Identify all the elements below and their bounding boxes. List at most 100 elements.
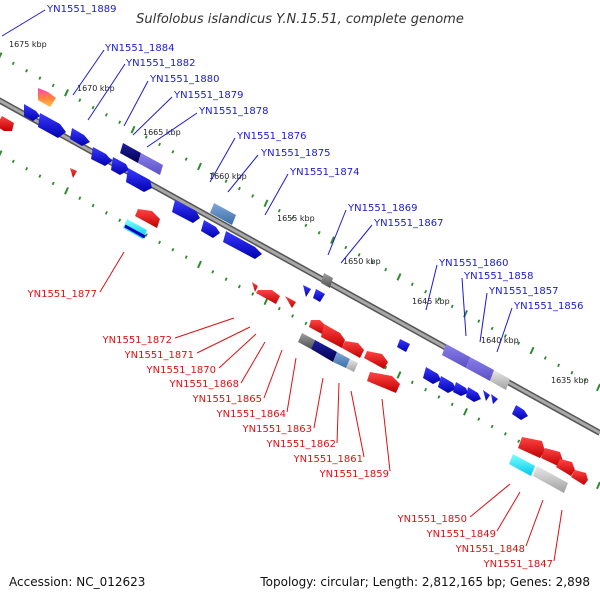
gene-arrow[interactable]: [38, 88, 56, 107]
kbp-markers: 1675 kbp 1670 kbp 1665 kbp 1660 kbp 1655…: [9, 40, 589, 385]
gene-arrow[interactable]: [321, 273, 333, 288]
scale-tick: [370, 260, 374, 264]
gene-label-1848[interactable]: YN1551_1848: [455, 544, 526, 555]
gene-arrow[interactable]: [466, 357, 494, 381]
scale-tick: [184, 157, 188, 161]
gene-label-1874[interactable]: YN1551_1874: [289, 167, 360, 178]
scale-tick: [104, 211, 108, 215]
scale-tick: [38, 76, 42, 80]
gene-arrow[interactable]: [512, 405, 528, 420]
gene-label-1856[interactable]: YN1551_1856: [513, 301, 584, 312]
gene-arrow[interactable]: [571, 470, 588, 485]
gene-label-1872[interactable]: YN1551_1872: [102, 335, 173, 346]
scale-tick: [64, 187, 69, 195]
gene-label-1870[interactable]: YN1551_1870: [146, 365, 217, 376]
gene-arrow[interactable]: [367, 372, 400, 393]
gene-label-1859[interactable]: YN1551_1859: [319, 469, 390, 480]
gene-arrow[interactable]: [438, 376, 456, 393]
gene-arrow[interactable]: [364, 351, 388, 369]
kbp-marker: 1640 kbp: [481, 336, 519, 345]
gene-arrow[interactable]: [0, 116, 14, 131]
gene-arrow[interactable]: [442, 344, 470, 368]
gene-arrow[interactable]: [135, 209, 160, 228]
gene-arrow[interactable]: [298, 333, 315, 349]
gene-label-1878[interactable]: YN1551_1878: [198, 106, 269, 117]
scale-tick: [424, 289, 428, 294]
scale-tick: [517, 439, 521, 443]
kbp-marker: 1645 kbp: [412, 297, 450, 306]
gene-label-1857[interactable]: YN1551_1857: [488, 286, 559, 297]
genome-summary-text: Topology: circular; Length: 2,812,165 bp…: [259, 575, 590, 589]
gene-arrow[interactable]: [223, 231, 262, 259]
gene-label-1889[interactable]: YN1551_1889: [46, 4, 117, 15]
gene-arrow[interactable]: [490, 370, 510, 390]
gene-arrow[interactable]: [24, 104, 40, 121]
gene-label-1862[interactable]: YN1551_1862: [266, 439, 337, 450]
scale-tick: [171, 149, 175, 154]
gene-arrow[interactable]: [313, 289, 325, 302]
gene-label-1867[interactable]: YN1551_1867: [373, 218, 444, 229]
gene-arrow[interactable]: [70, 128, 90, 146]
kbp-marker: 1665 kbp: [143, 128, 181, 137]
gene-arrow[interactable]: [556, 459, 575, 476]
gene-label-1871[interactable]: YN1551_1871: [124, 350, 195, 361]
gene-label-1858[interactable]: YN1551_1858: [463, 271, 534, 282]
gene-arrow[interactable]: [172, 200, 200, 223]
gene-label-1850[interactable]: YN1551_1850: [397, 514, 468, 525]
gene-arrow[interactable]: [303, 285, 311, 297]
gene-arrow[interactable]: [453, 382, 468, 396]
gene-label-1863[interactable]: YN1551_1863: [242, 424, 313, 435]
gene-label-1847[interactable]: YN1551_1847: [483, 559, 554, 570]
gene-label-1880[interactable]: YN1551_1880: [149, 74, 220, 85]
gene-arrow[interactable]: [397, 339, 410, 352]
scale-tick: [396, 273, 402, 281]
gene-arrow[interactable]: [138, 153, 163, 175]
gene-label-1864[interactable]: YN1551_1864: [216, 409, 287, 420]
gene-arrow[interactable]: [518, 437, 545, 458]
gene-label-1875[interactable]: YN1551_1875: [260, 148, 331, 159]
gene-arrow[interactable]: [509, 454, 535, 476]
gene-label-1882[interactable]: YN1551_1882: [125, 58, 196, 69]
gene-label-1884[interactable]: YN1551_1884: [104, 43, 175, 54]
gene-arrow[interactable]: [38, 113, 66, 138]
gene-arrow[interactable]: [321, 324, 345, 348]
gene-arrow[interactable]: [311, 340, 337, 362]
gene-label-1861[interactable]: YN1551_1861: [293, 454, 364, 465]
gene-label-1876[interactable]: YN1551_1876: [236, 131, 307, 142]
gene-arrow[interactable]: [210, 203, 236, 225]
gene-arrow[interactable]: [423, 367, 441, 384]
scale-tick: [570, 370, 574, 375]
scale-tick: [224, 179, 228, 183]
gene-arrow[interactable]: [201, 220, 220, 238]
gene-arrow[interactable]: [111, 157, 129, 175]
scale-tick: [91, 105, 95, 110]
gene-arrow[interactable]: [285, 296, 296, 308]
scale-tick: [25, 166, 29, 171]
gene-label-1877[interactable]: YN1551_1877: [27, 289, 98, 300]
gene-arrow[interactable]: [533, 466, 568, 493]
gene-arrow[interactable]: [256, 290, 280, 304]
scale-tick: [158, 240, 162, 245]
gene-arrow[interactable]: [483, 390, 490, 401]
gene-arrow[interactable]: [91, 147, 112, 166]
gene-arrow[interactable]: [309, 320, 326, 334]
scale-tick: [277, 306, 281, 311]
gene-arrow[interactable]: [333, 352, 350, 368]
gene-arrow[interactable]: [252, 282, 258, 292]
gene-label-1865[interactable]: YN1551_1865: [192, 394, 263, 405]
gene-arrow[interactable]: [70, 168, 77, 178]
gene-label-1849[interactable]: YN1551_1849: [426, 529, 497, 540]
gene-arrow[interactable]: [126, 168, 152, 192]
scale-tick: [291, 216, 295, 220]
gene-arrow[interactable]: [491, 394, 498, 404]
gene-label-1868[interactable]: YN1551_1868: [169, 379, 240, 390]
gene-arrow[interactable]: [120, 143, 141, 163]
gene-arrow[interactable]: [346, 359, 358, 372]
scale-tick: [130, 125, 136, 134]
gene-arrow[interactable]: [342, 341, 364, 358]
gene-label-1879[interactable]: YN1551_1879: [173, 90, 244, 101]
gene-label-1860[interactable]: YN1551_1860: [438, 258, 509, 269]
gene-label-1869[interactable]: YN1551_1869: [347, 203, 418, 214]
gene-arrow[interactable]: [541, 448, 563, 466]
gene-arrow[interactable]: [466, 387, 481, 402]
